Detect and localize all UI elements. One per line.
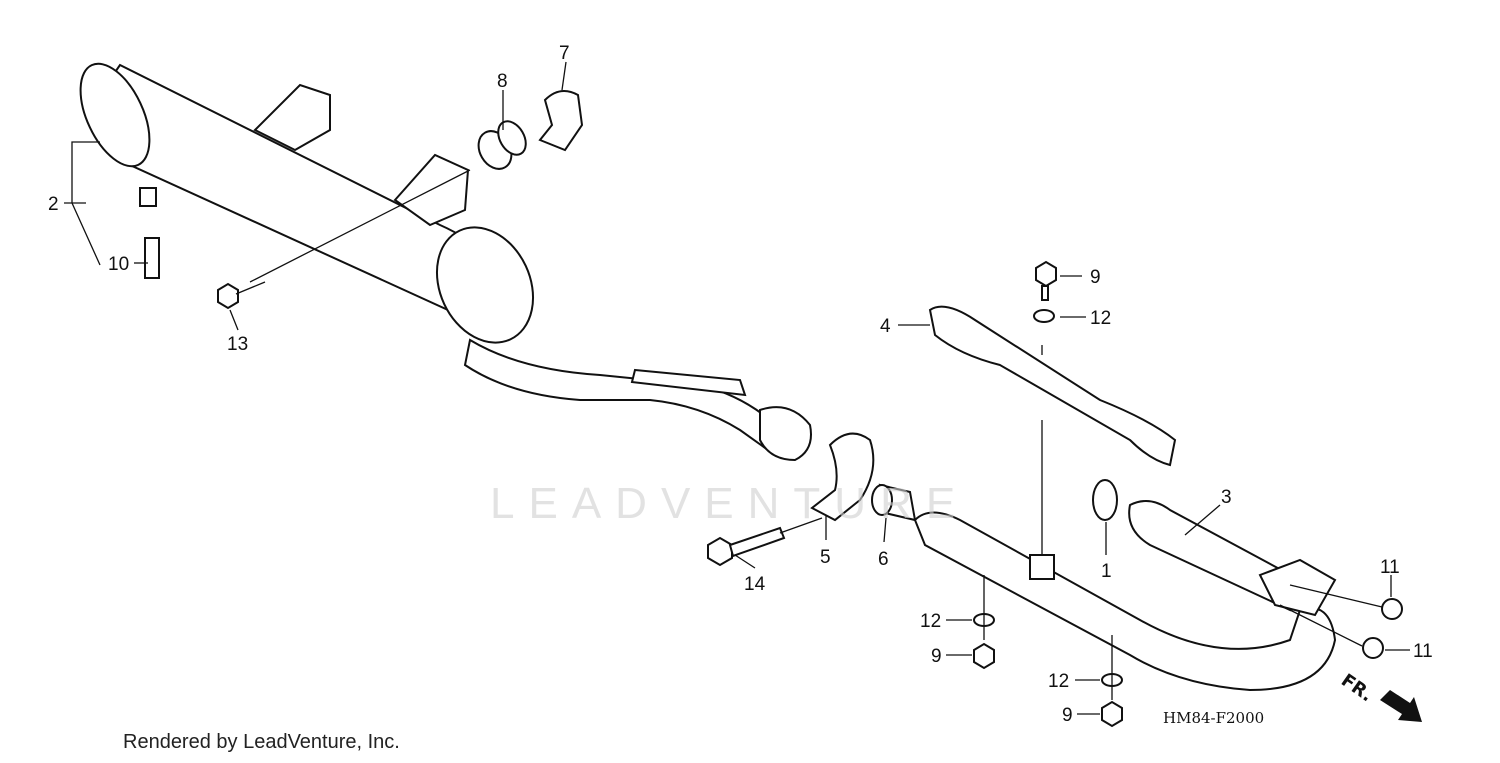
pipe-flange [1258, 558, 1337, 617]
heat-protector[interactable] [928, 305, 1177, 467]
callout-5: 5 [820, 547, 831, 568]
clamp[interactable] [810, 432, 875, 522]
exhaust-pipe[interactable] [913, 511, 1337, 692]
callout-6: 6 [878, 549, 889, 570]
pipe-band [630, 368, 747, 397]
callout-11b: 11 [1413, 641, 1433, 662]
diagram-code: HM84-F2000 [1163, 709, 1264, 727]
callout-10: 10 [108, 254, 129, 275]
pipe-outlet [759, 406, 812, 462]
bolt-13[interactable] [217, 281, 266, 310]
muffler-pipe[interactable] [463, 338, 792, 457]
bolt-9c[interactable] [1101, 700, 1123, 728]
rubber-mount[interactable] [472, 116, 531, 174]
callout-8: 8 [497, 71, 508, 92]
callout-7: 7 [559, 43, 570, 64]
bolt-9b[interactable] [973, 642, 995, 670]
callout-13: 13 [227, 334, 248, 355]
muffler[interactable] [66, 53, 551, 358]
callout-9a: 9 [1090, 267, 1101, 288]
front-label: FR. [1337, 670, 1376, 706]
credit-text: Rendered by LeadVenture, Inc. [123, 731, 400, 753]
front-arrow: FR. [1337, 670, 1422, 722]
bolt-10[interactable] [144, 237, 160, 279]
callout-3: 3 [1221, 487, 1232, 508]
callout-12b: 12 [920, 611, 941, 632]
nut-11a[interactable] [1381, 598, 1403, 620]
callout-14: 14 [744, 574, 766, 595]
washer-12a[interactable] [1033, 309, 1055, 323]
leader-lines [64, 61, 1410, 715]
callout-9b: 9 [931, 646, 942, 667]
nut-11b[interactable] [1362, 637, 1384, 659]
callout-1: 1 [1101, 561, 1112, 582]
bolt-14[interactable] [707, 526, 786, 567]
arrow-icon [1380, 690, 1422, 722]
collar[interactable] [538, 90, 584, 152]
bolt-9a[interactable] [1035, 260, 1057, 301]
callout-2: 2 [48, 194, 59, 215]
gasket-ring[interactable] [1092, 479, 1118, 521]
callout-4: 4 [880, 316, 891, 337]
callout-9c: 9 [1062, 705, 1073, 726]
callout-11a: 11 [1380, 557, 1400, 578]
callout-12c: 12 [1048, 671, 1069, 692]
pipe-bracket [1029, 554, 1055, 580]
callout-12a: 12 [1090, 308, 1111, 329]
